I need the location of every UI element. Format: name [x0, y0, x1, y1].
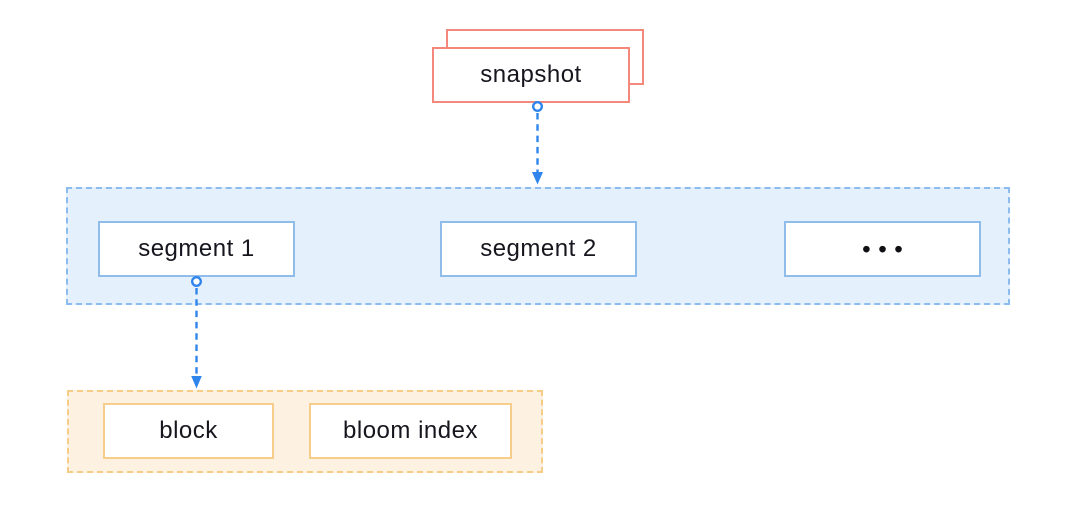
arrow-snapshot-to-segments — [532, 100, 544, 185]
bloom-index-label: bloom index — [343, 417, 478, 444]
segment-detail-container: block bloom index — [67, 390, 543, 473]
arrow-snapshot-head-icon — [532, 172, 543, 185]
block-label: block — [159, 417, 218, 444]
segment-1-label: segment 1 — [138, 235, 255, 262]
snapshot-label: snapshot — [480, 61, 582, 88]
arrow-snapshot-origin-dot-icon — [532, 100, 544, 112]
segment-2-label: segment 2 — [480, 235, 597, 262]
snapshot-node: snapshot — [432, 47, 630, 103]
segment-2-node: segment 2 — [440, 221, 637, 277]
segment-ellipsis-label: ••• — [862, 235, 911, 262]
segments-container: segment 1 segment 2 ••• — [66, 187, 1010, 305]
arrow-segment1-head-icon — [191, 376, 202, 389]
block-node: block — [103, 403, 274, 459]
segment-ellipsis-node: ••• — [784, 221, 981, 277]
bloom-index-node: bloom index — [309, 403, 512, 459]
segment-1-node: segment 1 — [98, 221, 295, 277]
